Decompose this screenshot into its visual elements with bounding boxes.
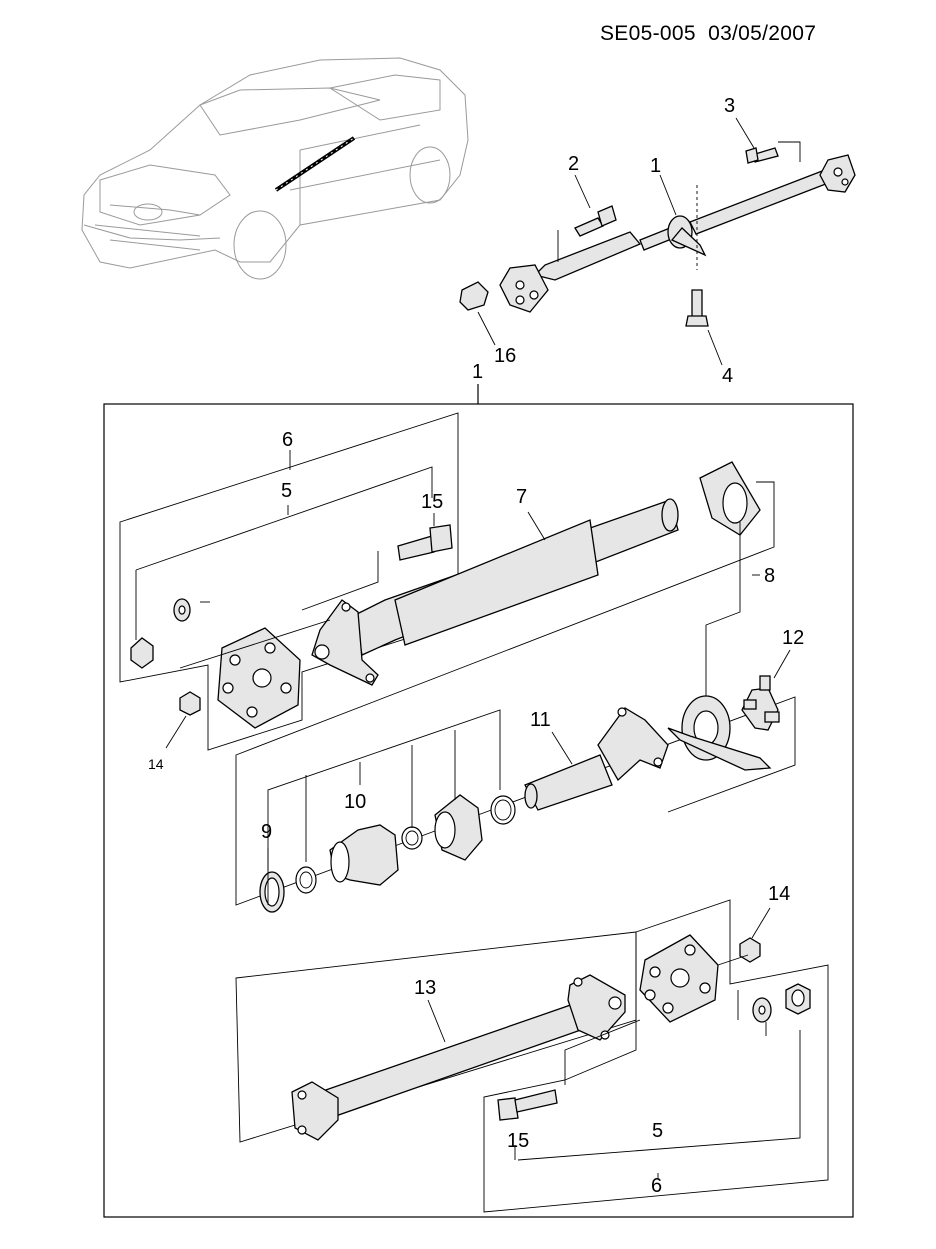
boot-kit-parts — [259, 794, 516, 913]
rear-bolt — [497, 1097, 519, 1121]
slip-yoke — [524, 707, 669, 811]
callout-16: 16 — [494, 345, 516, 367]
callout-5-front: 5 — [281, 480, 292, 502]
exploded-view-frame — [103, 403, 854, 1218]
diagram-code: SE05-005 — [600, 22, 696, 45]
callout-7: 7 — [516, 486, 527, 508]
rear-small-nut — [739, 937, 761, 963]
callout-6-rear: 6 — [651, 1175, 662, 1197]
callout-2: 2 — [568, 153, 579, 175]
top-bolt-2 — [574, 217, 604, 237]
callout-10: 10 — [344, 791, 366, 813]
top-bolt-4 — [691, 289, 703, 319]
top-front-coupling — [499, 264, 549, 313]
callout-1-frame: 1 — [472, 361, 483, 383]
front-coupling-kit-bracket — [119, 412, 459, 751]
callout-15-rear: 15 — [507, 1130, 529, 1152]
rear-propeller-shaft — [291, 974, 626, 1141]
callout-14-front: 14 — [148, 756, 164, 772]
front-nut — [130, 637, 154, 669]
callout-3: 3 — [724, 95, 735, 117]
callout-12: 12 — [782, 627, 804, 649]
callout-4: 4 — [722, 365, 733, 387]
top-rear-shaft — [689, 167, 837, 235]
callout-9: 9 — [261, 821, 272, 843]
diagram-reference: SE05-005 03/05/2007 — [600, 22, 900, 46]
callout-14-rear: 14 — [768, 883, 790, 905]
diagram-date: 03/05/2007 — [708, 22, 817, 45]
rear-coupling-kit-bracket — [483, 899, 829, 1213]
center-bearing — [667, 695, 772, 771]
top-assembly-view: 2 1 3 4 16 — [459, 95, 856, 387]
callout-11: 11 — [530, 709, 551, 731]
vehicle-illustration — [81, 57, 469, 280]
callout-13: 13 — [414, 977, 436, 999]
callout-6-front: 6 — [282, 429, 293, 451]
callout-5-rear: 5 — [652, 1120, 663, 1142]
front-flexible-coupling — [217, 627, 301, 729]
top-nut-16 — [459, 281, 489, 311]
front-propeller-shaft — [311, 498, 679, 686]
callout-1-top: 1 — [650, 155, 661, 177]
callout-8: 8 — [764, 565, 775, 587]
front-small-nut — [179, 691, 201, 716]
front-bolt — [397, 535, 435, 561]
callout-15-front: 15 — [421, 491, 443, 513]
universal-joint — [741, 675, 780, 731]
top-front-shaft — [533, 231, 642, 281]
rear-flexible-coupling — [639, 934, 719, 1023]
